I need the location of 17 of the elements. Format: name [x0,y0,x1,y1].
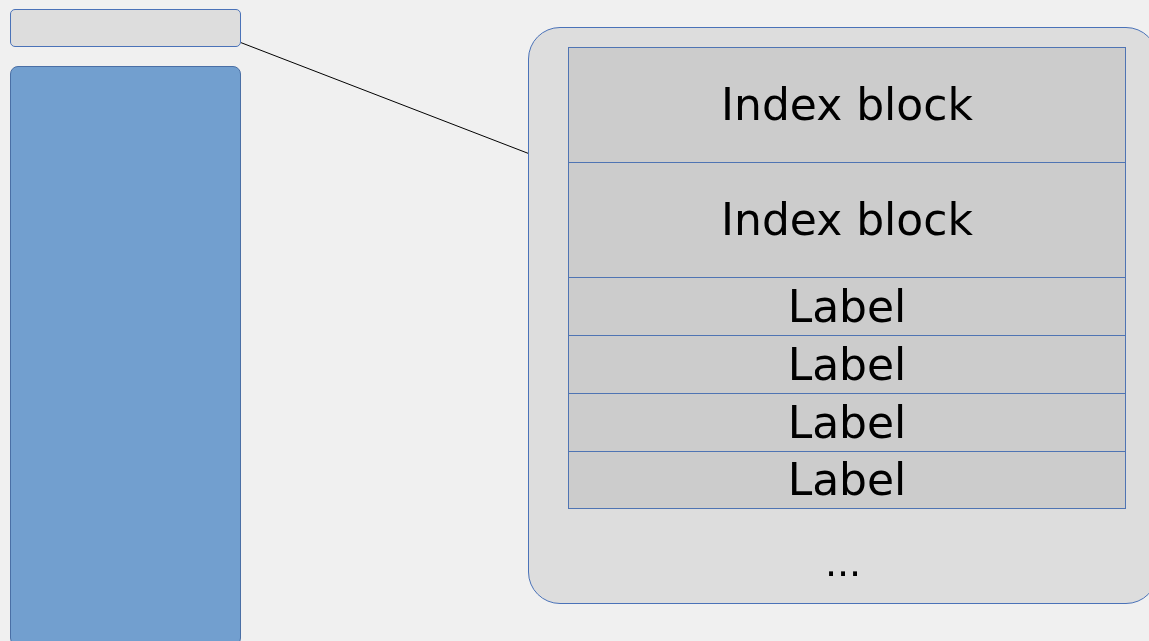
tall-column [10,66,241,641]
table-row [568,451,1126,509]
table-row [568,393,1126,452]
row-label: Index block [720,78,974,132]
rounded-panel [528,27,1149,604]
row-label: Label [786,338,908,392]
row-label: Label [786,453,908,507]
small-bar [10,9,241,47]
row-label: Label [786,396,908,450]
ellipsis-text: ... [823,540,863,587]
row-label: Label [786,280,908,334]
connector-line [240,42,529,154]
table-row [568,335,1126,394]
table-row [568,162,1126,278]
row-label: Index block [720,193,974,247]
table-row [568,47,1126,163]
table-row [568,277,1126,336]
